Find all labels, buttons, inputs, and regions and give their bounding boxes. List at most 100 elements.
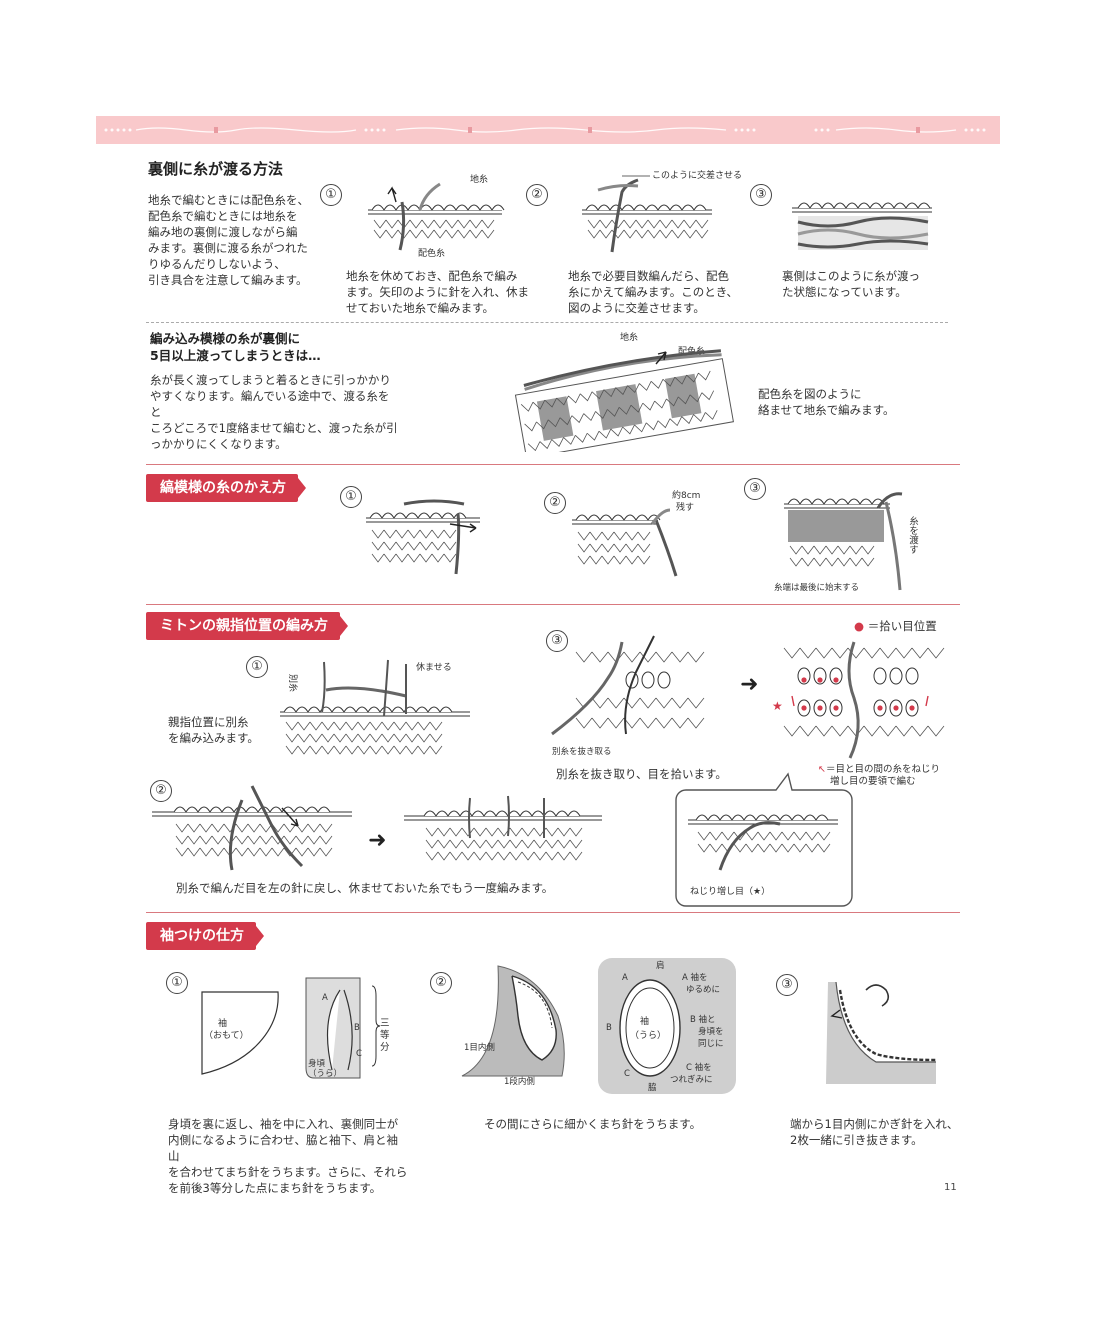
step-number: ② (526, 184, 548, 206)
intro-line: りゆるんだりしないよう、 (148, 257, 286, 271)
label-1me: 1目内側 (464, 1042, 495, 1053)
section-tag-stripes: 縞模様の糸のかえ方 (146, 474, 306, 502)
santo-char: 等 (380, 1030, 390, 1041)
section-divider (146, 912, 960, 913)
note-text: 増し目の要領で編む (830, 776, 916, 787)
mitten-diagram-3: 別糸を抜き取る (551, 635, 705, 757)
note-a2: ゆるめに (686, 985, 720, 995)
step-number: ③ (744, 478, 766, 500)
step2-caption: 地糸で必要目数編んだら、配色 糸にかえて編みます。このとき、 図のように交差させ… (568, 268, 758, 316)
sleeve-diagram-2: 1目内側 1段内側 (461, 965, 565, 1087)
label-jiito: 地糸 (620, 331, 638, 343)
label-waki: 脇 (648, 1083, 657, 1093)
label-nukitoru: 別糸を抜き取る (552, 746, 612, 757)
section-tag-mitten: ミトンの親指位置の編み方 (146, 612, 348, 640)
section-tag-sleeve: 袖つけの仕方 (146, 922, 264, 950)
label-yasumaseru: 休ませる (416, 661, 452, 673)
label-end: 糸端は最後に始末する (774, 582, 859, 593)
caption-line: せておいた地糸で編みます。 (346, 301, 495, 315)
note-c2: つれぎみに (670, 1074, 713, 1085)
caption-line: 配色糸を図のように (758, 387, 862, 401)
caption-line: 絡ませて地糸で編みます。 (758, 403, 895, 417)
step1-caption: 身頃を裏に返し、袖を中に入れ、裏側同士が 内側になるように合わせ、脇と袖下、肩と… (168, 1116, 408, 1196)
knitting-diagram-step1: 地糸 配色糸 (368, 173, 505, 259)
intro-line: 地糸で編むときには配色糸を、 (148, 193, 309, 207)
note: ↖＝目と目の間の糸をねじり 増し目の要領で編む (818, 764, 968, 788)
zoom-bubble: ねじり増し目（★） (675, 772, 853, 907)
caption-line: 2枚一緒に引き抜きます。 (790, 1133, 923, 1147)
step2-caption: 別糸で編んだ目を左の針に戻し、休ませておいた糸でもう一度編みます。 (176, 881, 554, 895)
sub-body: 糸が長く渡ってしまうと着るときに引っかかり やすくなります。編んでいる途中で、渡… (150, 372, 400, 452)
arrow-icon: ➜ (740, 672, 759, 697)
label-sode: 袖 (640, 1015, 649, 1027)
band-ornament (104, 127, 986, 133)
label-ura: （うら） (308, 1068, 342, 1079)
label-cross: このように交差させる (652, 169, 742, 181)
caption-line: を編み込みます。 (168, 731, 259, 745)
note-line-1: ↖＝目と目の間の糸をねじり (818, 764, 968, 776)
step3-caption: 裏側はこのように糸が渡っ た状態になっています。 (782, 268, 942, 300)
body-line: っかかりにくくなります。 (150, 437, 287, 451)
step-number: ③ (546, 630, 568, 652)
step1-caption: 親指位置に別糸 を編み込みます。 (168, 714, 278, 746)
header-band (96, 116, 1000, 144)
label-sode: 袖 (218, 1017, 227, 1029)
note-c1: C 袖を (686, 1062, 712, 1073)
mitten-diagram-1: 別糸 休ませる (280, 659, 470, 755)
caption-line: 端から1目内側にかぎ針を入れ、 (790, 1117, 959, 1131)
caption-line: 糸にかえて編みます。このとき、 (568, 285, 738, 299)
section-divider (146, 464, 960, 465)
note-b3: 同じに (698, 1039, 724, 1049)
label-haishokuito: 配色糸 (418, 247, 445, 259)
knitting-diagram-step3 (792, 202, 932, 250)
caption-line: を合わせてまち針をうちます。さらに、それら (168, 1165, 408, 1179)
step-number: ② (430, 972, 452, 994)
caption-line: た状態になっています。 (782, 285, 907, 299)
section-divider (146, 604, 960, 605)
mitten-diagram-3-result: ★ (772, 641, 945, 759)
body-line: やすくなります。編んでいる途中で、渡る糸をと (150, 389, 390, 419)
mitten-diagram-2-result (404, 795, 602, 861)
intro-line: 編み地の裏側に渡しながら編 (148, 225, 298, 239)
step-number: ③ (776, 974, 798, 996)
mitten-diagram-2 (152, 785, 352, 871)
caption-line: ます。矢印のように針を入れ、休ま (346, 285, 529, 299)
dashed-divider (146, 322, 948, 323)
legend-label: ＝拾い目位置 (867, 619, 937, 633)
label-1dan: 1段内側 (504, 1076, 535, 1087)
caption-line: 地糸で必要目数編んだら、配色 (568, 269, 729, 283)
note-a1: A 袖を (682, 972, 708, 983)
section-intro: 地糸で編むときには配色糸を、 配色糸で編むときには地糸を 編み地の裏側に渡しなが… (148, 192, 318, 288)
santo-char: 分 (380, 1042, 390, 1053)
caption-line: を前後3等分した点にまち針をうちます。 (168, 1181, 382, 1195)
mark-c: C (624, 1069, 630, 1079)
caption-line: 親指位置に別糸 (168, 715, 249, 729)
dot-icon: ● (854, 619, 865, 633)
step-number: ① (320, 184, 342, 206)
label-migoro: 身頃 (308, 1058, 326, 1069)
label-8cm: 約8cm (672, 489, 700, 501)
float-caption: 配色糸を図のように 絡ませて地糸で編みます。 (758, 386, 908, 418)
intro-line: 配色糸で編むときには地糸を (148, 209, 298, 223)
mark-b: B (354, 1023, 360, 1033)
arrow-icon: ➜ (368, 828, 387, 853)
step-number: ① (246, 656, 268, 678)
step1-caption: 地糸を休めておき、配色糸で編み ます。矢印のように針を入れ、休ま せておいた地糸… (346, 268, 536, 316)
sleeve-diagram-3 (826, 981, 937, 1084)
caption-line: 図のように交差させます。 (568, 301, 705, 315)
body-line: ころどころで1度絡ませて編むと、渡った糸が引 (150, 421, 398, 435)
star-icon: ★ (772, 699, 783, 713)
label-jiito: 地糸 (470, 173, 488, 185)
stripe-diagram-2: 約8cm 残す (572, 489, 700, 577)
step3-caption: 端から1目内側にかぎ針を入れ、 2枚一緒に引き抜きます。 (790, 1116, 970, 1148)
sleeve-diagram-1: 袖 （おもて） A B C 身頃 （うら） (201, 977, 381, 1079)
label-betsuito: 別糸 (287, 674, 299, 692)
sub-title-line: 5目以上渡ってしまうときは… (150, 348, 321, 363)
step-number: ② (544, 492, 566, 514)
step-number: ③ (750, 184, 772, 206)
label-omote: （おもて） (204, 1030, 249, 1041)
zoom-label: ねじり増し目（★） (690, 885, 770, 897)
intro-line: みます。裏側に渡る糸がつれた (148, 241, 308, 255)
caption-line: 内側になるように合わせ、脇と袖下、肩と袖山 (168, 1133, 398, 1163)
label-pass: 糸を渡す (907, 516, 918, 554)
